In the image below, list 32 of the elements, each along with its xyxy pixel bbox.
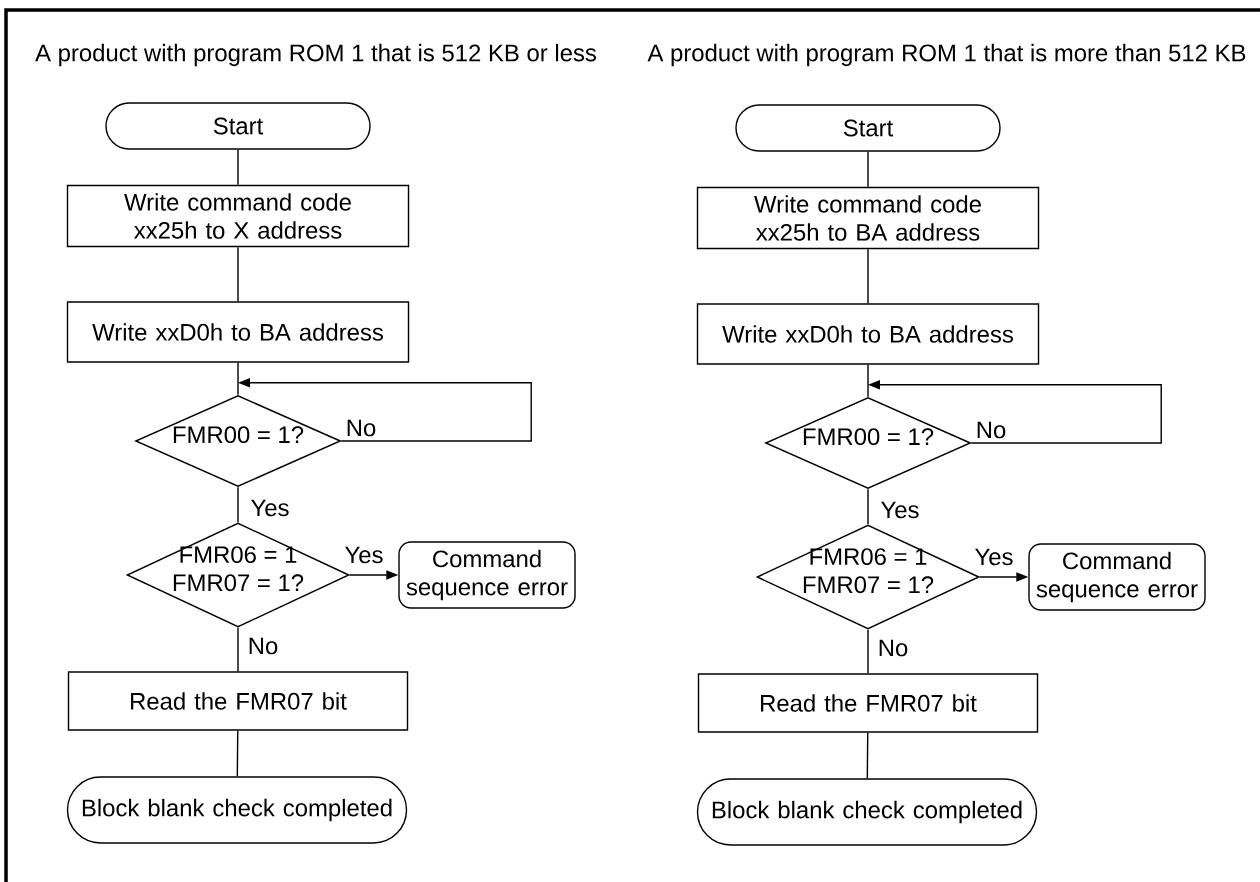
terminal-box: Start bbox=[735, 104, 1001, 152]
connector bbox=[237, 627, 239, 672]
process-box: Write command code xx25h to BA address bbox=[696, 186, 1040, 250]
process-box: Write xxD0h to BA address bbox=[696, 303, 1040, 365]
connector bbox=[867, 629, 869, 674]
connector bbox=[867, 364, 869, 398]
connector bbox=[867, 488, 869, 525]
edge-label: No bbox=[347, 419, 376, 437]
terminal-box: Block blank check completed bbox=[696, 778, 1038, 846]
connector bbox=[237, 246, 239, 302]
edge-label: No bbox=[249, 637, 278, 655]
connector bbox=[867, 248, 869, 304]
process-box: Write command code xx25h to X address bbox=[66, 184, 410, 248]
edge-label: No bbox=[879, 639, 908, 657]
connector bbox=[236, 730, 239, 777]
process-box: Read the FMR07 bit bbox=[67, 671, 409, 731]
end-box: Command sequence error bbox=[398, 541, 576, 609]
edge-label: No bbox=[977, 421, 1006, 439]
edge-label: Yes bbox=[251, 499, 289, 517]
connector bbox=[237, 486, 239, 523]
connector bbox=[866, 732, 869, 779]
end-box: Command sequence error bbox=[1028, 543, 1206, 611]
process-box: Read the FMR07 bit bbox=[697, 673, 1039, 733]
connector bbox=[237, 149, 239, 186]
terminal-box: Start bbox=[105, 102, 371, 150]
heading: A product with program ROM 1 that is 512 KB or less bbox=[35, 43, 596, 67]
process-box: Write xxD0h to BA address bbox=[66, 301, 410, 363]
connector bbox=[867, 151, 869, 188]
connector bbox=[237, 362, 239, 396]
heading: A product with program ROM 1 that is more than 512 KB bbox=[647, 43, 1246, 67]
edge-label: Yes bbox=[881, 501, 919, 519]
terminal-box: Block blank check completed bbox=[66, 776, 408, 844]
